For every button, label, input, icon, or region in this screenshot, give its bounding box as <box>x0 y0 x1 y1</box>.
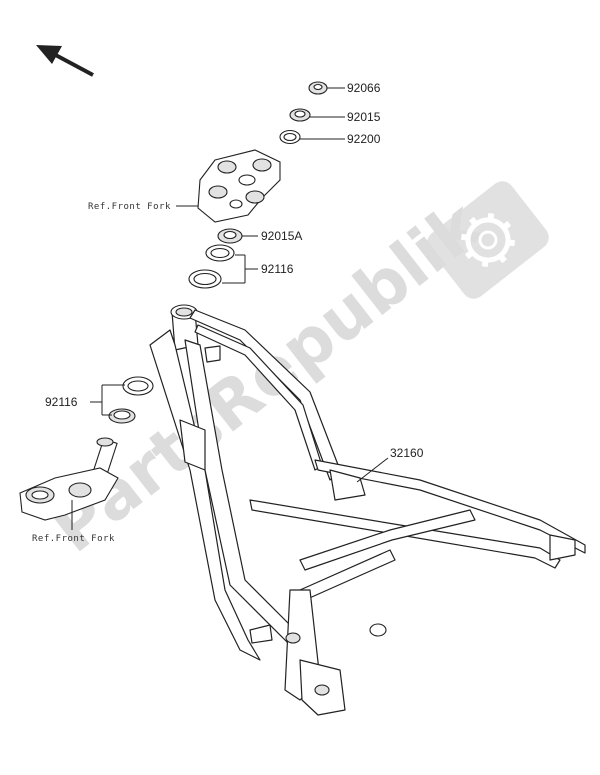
label-92116-upper: 92116 <box>261 262 294 276</box>
bearing-92116-lower-a <box>122 376 154 396</box>
gear-icon <box>427 181 549 299</box>
washer-92200 <box>279 129 301 145</box>
bearing-92116-upper-b <box>188 269 222 289</box>
ref-front-fork-lower: Ref.Front Fork <box>32 534 115 544</box>
label-32160: 32160 <box>390 446 424 460</box>
label-92015A: 92015A <box>261 229 302 243</box>
nut-92015 <box>289 108 311 122</box>
bearing-92116-lower-b <box>108 408 136 424</box>
main-frame-32160 <box>149 304 586 716</box>
bearing-92116-upper-a <box>205 244 235 262</box>
label-92200: 92200 <box>347 132 381 146</box>
nut-92015A <box>217 228 243 244</box>
label-92015: 92015 <box>347 110 381 124</box>
lower-bracket <box>19 437 119 521</box>
leader-lines <box>71 87 389 530</box>
upper-bracket <box>197 149 281 223</box>
arrow-front-left-icon <box>36 45 94 77</box>
label-92116-lower: 92116 <box>45 395 78 409</box>
label-92066: 92066 <box>347 81 381 95</box>
ref-front-fork-upper: Ref.Front Fork <box>88 202 171 212</box>
nut-92066 <box>308 81 328 95</box>
